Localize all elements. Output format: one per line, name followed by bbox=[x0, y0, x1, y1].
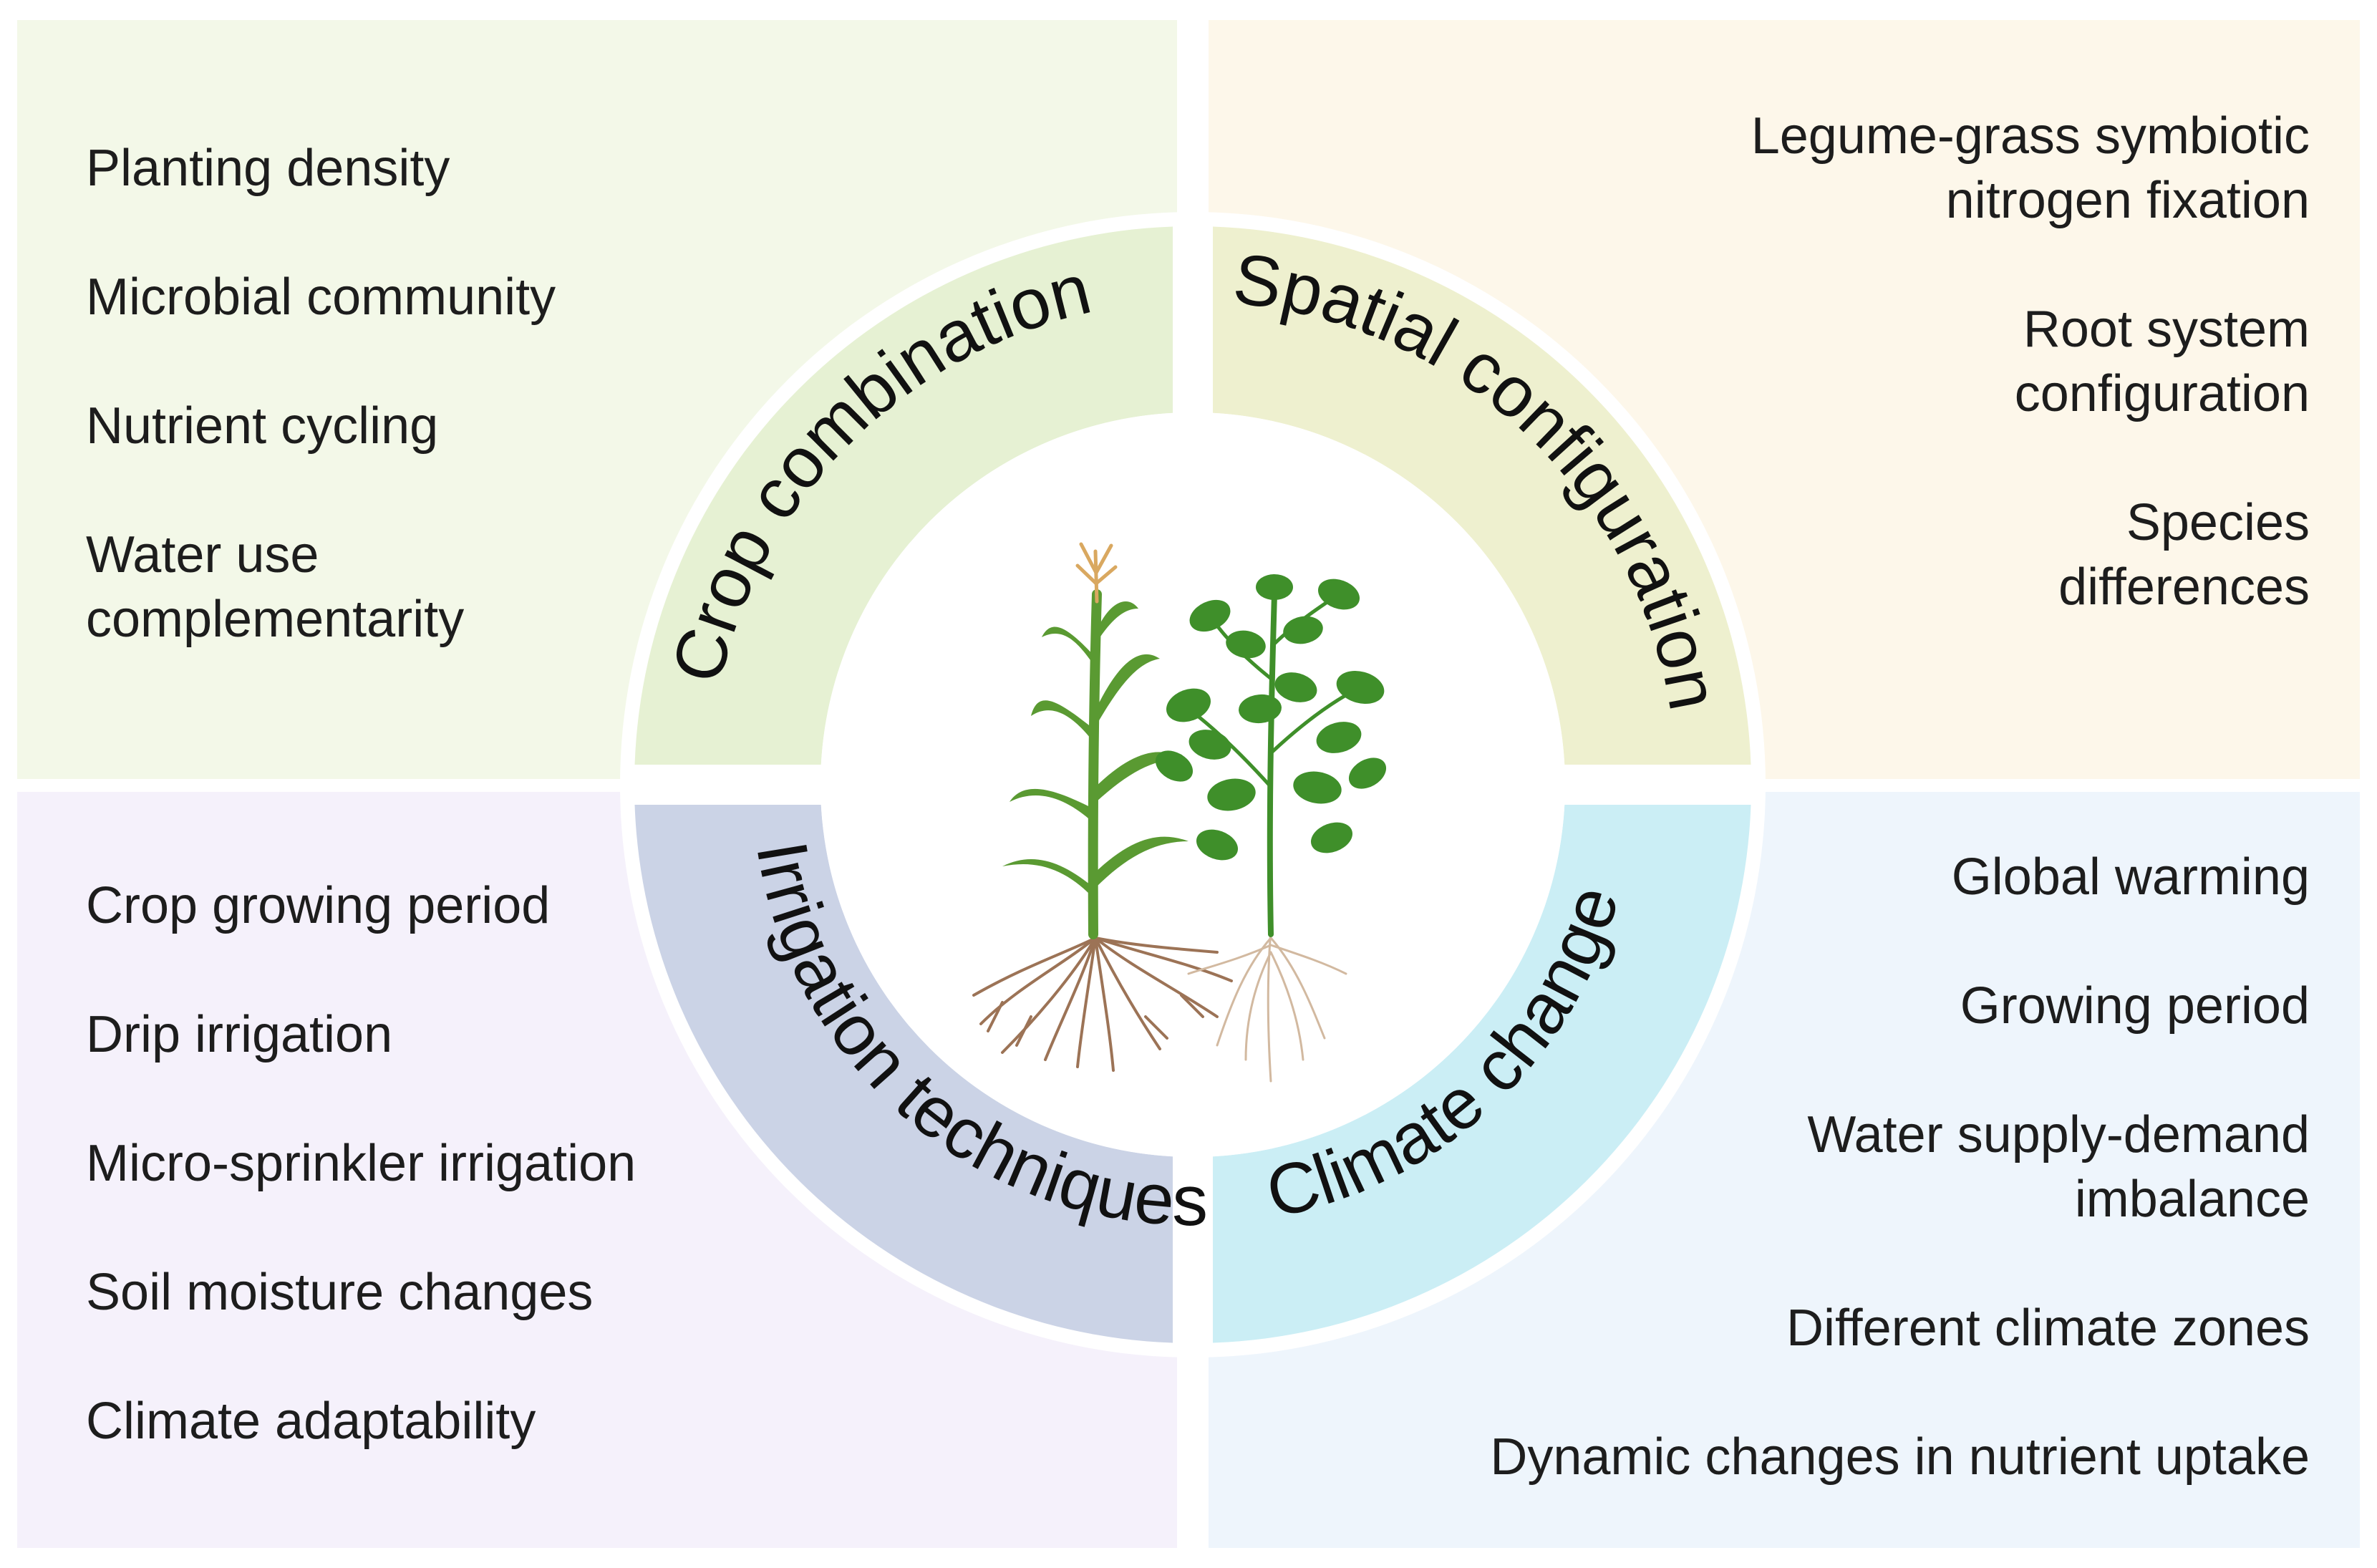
ring-segment-irrigation-techniques bbox=[634, 805, 1173, 1343]
ring-segment-spatial-configuration bbox=[1213, 226, 1751, 765]
soybean-roots bbox=[1187, 929, 1347, 1083]
factor-item: Crop growing period bbox=[86, 877, 551, 934]
ring-segments bbox=[634, 226, 1751, 1343]
factor-item: Nutrient cycling bbox=[86, 397, 439, 455]
factor-item: Different climate zones bbox=[1786, 1300, 2310, 1357]
factor-item: Drip irrigation bbox=[86, 1006, 393, 1063]
factor-item: Growing period bbox=[1960, 977, 2310, 1035]
ring-inner-disc bbox=[820, 412, 1565, 1157]
factor-item: Water supply-demand imbalance bbox=[1807, 1106, 2310, 1228]
factor-item: Legume-grass symbiotic nitrogen fixation bbox=[1751, 107, 2310, 229]
factor-item: Micro-sprinkler irrigation bbox=[86, 1135, 636, 1192]
factor-item: Climate adaptability bbox=[86, 1393, 536, 1450]
maize-soybean-plants-illustration bbox=[972, 542, 1387, 1083]
factor-item: Global warming bbox=[1951, 848, 2310, 906]
factor-item: Microbial community bbox=[86, 268, 556, 326]
ring-segment-crop-combination bbox=[634, 226, 1173, 765]
factor-item: Water use complementarity bbox=[86, 526, 465, 648]
factor-item: Species differences bbox=[2058, 494, 2310, 616]
soybean-plant bbox=[1155, 574, 1387, 937]
factor-item: Root system configuration bbox=[2014, 301, 2310, 422]
ring-segment-climate-change bbox=[1213, 805, 1751, 1343]
top-right-factor-list: Legume-grass symbiotic nitrogen fixation… bbox=[1525, 104, 2310, 677]
maize-roots bbox=[972, 937, 1233, 1072]
factor-item: Planting density bbox=[86, 140, 450, 197]
factor-item: Dynamic changes in nutrient uptake bbox=[1490, 1428, 2310, 1486]
factor-item: Soil moisture changes bbox=[86, 1264, 594, 1321]
